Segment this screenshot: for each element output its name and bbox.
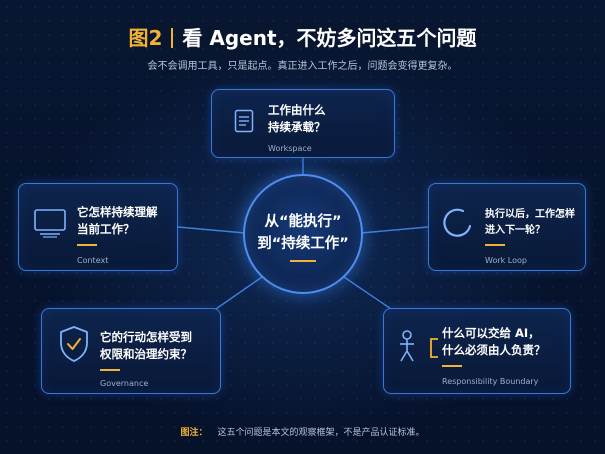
- context-question-line1: 它怎样持续理解: [77, 205, 158, 219]
- figure-title: 图2 看 Agent，不妨多问这五个问题: [0, 22, 605, 51]
- workspace-question-line2: 持续承载？: [268, 120, 326, 134]
- footnote-label: 图注：: [180, 428, 208, 438]
- title-divider: [171, 28, 174, 48]
- loop-arc-icon: [443, 208, 472, 237]
- connector-responsibility: [343, 276, 398, 314]
- connector-governance: [209, 276, 263, 314]
- page-title: 看 Agent，不妨多问这五个问题: [182, 26, 477, 50]
- responsibility-label: Responsibility Boundary: [442, 377, 539, 386]
- center-node-line1: 从“能执行”: [264, 214, 342, 230]
- governance-question-line1: 它的行动怎样受到: [100, 330, 192, 344]
- center-node-line2: 到“持续工作”: [257, 236, 349, 252]
- workloop-question-line1: 执行以后，工作怎样: [485, 209, 575, 220]
- person-bracket-icon: [400, 330, 438, 362]
- context-accent-underline: [77, 244, 97, 246]
- workloop-label: Work Loop: [485, 256, 527, 265]
- governance-accent-underline: [100, 369, 120, 371]
- workspace-label: Workspace: [268, 144, 312, 153]
- governance-label: Governance: [100, 379, 149, 388]
- context-label: Context: [77, 256, 109, 265]
- center-node: 从“能执行” 到“持续工作”: [243, 174, 363, 294]
- workloop-question-line2: 进入下一轮？: [485, 225, 545, 236]
- connector-context: [177, 226, 246, 234]
- document-icon: [234, 109, 254, 133]
- context-question-line2: 当前工作？: [77, 222, 135, 236]
- workspace-question-line1: 工作由什么: [268, 103, 326, 117]
- responsibility-question-line1: 什么可以交给 AI，: [442, 326, 540, 340]
- card-responsibility: 什么可以交给 AI， 什么必须由人负责？ Responsibility Boun…: [383, 308, 571, 394]
- card-context: 它怎样持续理解 当前工作？ Context: [18, 183, 178, 271]
- connector-workloop: [360, 226, 429, 234]
- card-workspace: 工作由什么 持续承载？ Workspace: [211, 89, 395, 158]
- workloop-accent-underline: [485, 244, 505, 246]
- center-accent-underline: [290, 260, 316, 262]
- monitor-icon: [34, 209, 66, 238]
- page-subtitle: 会不会调用工具，只是起点。真正进入工作之后，问题会变得更复杂。: [147, 61, 458, 72]
- responsibility-question-line2: 什么必须由人负责？: [442, 343, 546, 357]
- shield-check-icon: [60, 326, 88, 362]
- footnote: 图注： 这五个问题是本文的观察框架，不是产品认证标准。: [0, 425, 605, 438]
- card-workloop: 执行以后，工作怎样 进入下一轮？ Work Loop: [428, 183, 586, 271]
- card-governance: 它的行动怎样受到 权限和治理约束？ Governance: [41, 308, 221, 394]
- footnote-text: 这五个问题是本文的观察框架，不是产品认证标准。: [217, 428, 425, 438]
- responsibility-accent-underline: [442, 365, 462, 367]
- figure-label: 图2: [128, 26, 163, 50]
- governance-question-line2: 权限和治理约束？: [100, 347, 192, 361]
